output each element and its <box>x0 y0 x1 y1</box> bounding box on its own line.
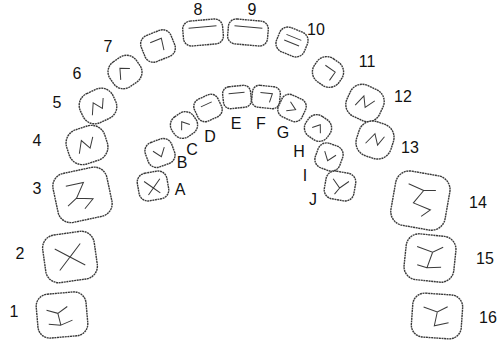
tooth-number: 8 <box>194 2 203 18</box>
tooth-number: 6 <box>73 66 82 82</box>
tooth-number: F <box>256 116 266 132</box>
tooth-number: A <box>175 182 186 198</box>
tooth-number: 12 <box>394 89 412 105</box>
tooth-number: 1 <box>10 304 19 320</box>
tooth-number: 3 <box>33 181 42 197</box>
tooth-number: 13 <box>401 140 419 156</box>
tooth-number: 11 <box>359 54 376 70</box>
tooth-number: 15 <box>476 251 494 267</box>
tooth-number: 9 <box>248 2 257 18</box>
tooth-number: J <box>309 192 317 208</box>
tooth-number: 2 <box>16 246 25 262</box>
tooth-number: 7 <box>104 39 113 55</box>
tooth-number: 5 <box>53 95 62 111</box>
tooth-number: G <box>277 125 289 141</box>
tooth-number: 16 <box>479 310 497 326</box>
tooth-number: C <box>186 142 198 158</box>
tooth-number: H <box>293 144 305 160</box>
tooth-number: E <box>231 116 242 132</box>
tooth-number: D <box>204 129 216 145</box>
tooth-number: 4 <box>33 133 42 149</box>
tooth-number: B <box>177 155 188 171</box>
tooth-number: I <box>303 168 307 184</box>
tooth-number: 14 <box>469 195 487 211</box>
tooth-number: 10 <box>307 22 325 38</box>
